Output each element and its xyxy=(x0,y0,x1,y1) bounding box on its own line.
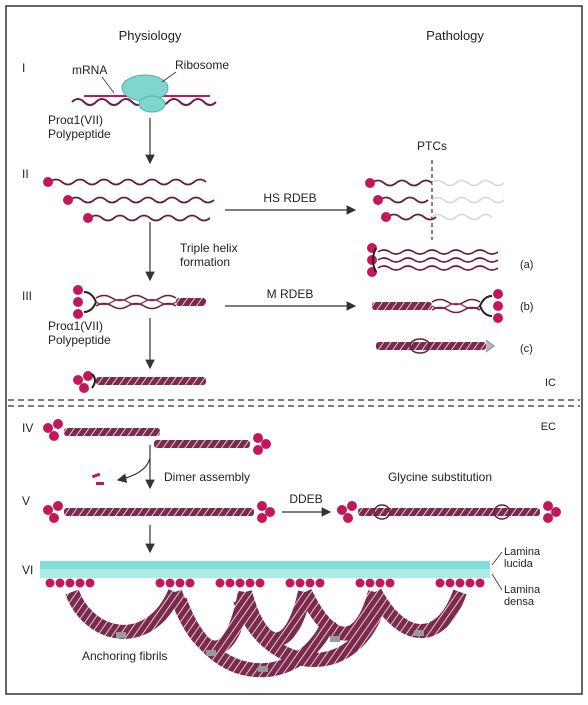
stage-label-2: II xyxy=(22,167,29,181)
header-pathology: Pathology xyxy=(426,28,484,43)
label-polypeptide-2b: Polypeptide xyxy=(48,333,111,347)
cleaved-fragments xyxy=(91,472,104,485)
label-m-rdeb: M RDEB xyxy=(267,287,314,301)
label-variant-a: (a) xyxy=(520,259,533,271)
stage-6-anchoring: Lamina lucida Lamina densa xyxy=(40,546,541,678)
lamina-lucida-band xyxy=(40,561,490,569)
pathology-variant-b: (b) xyxy=(372,289,533,323)
label-ic: IC xyxy=(545,377,556,389)
stage-2-chains xyxy=(43,177,215,223)
label-mrna: mRNA xyxy=(72,63,107,77)
label-dimer-assembly: Dimer assembly xyxy=(164,470,250,484)
lamina-densa-band xyxy=(40,569,490,578)
label-ec: EC xyxy=(541,421,556,433)
label-triple-helix: Triple helix xyxy=(180,241,238,255)
stage-label-6: VI xyxy=(22,563,33,577)
ribosome-small-subunit xyxy=(138,95,166,113)
pathology-glycine-dimer xyxy=(337,501,561,523)
pathology-variant-c: (c) xyxy=(376,338,533,355)
label-hs-rdeb: HS RDEB xyxy=(263,191,316,205)
stage-label-5: V xyxy=(22,494,30,508)
label-variant-b: (b) xyxy=(520,301,533,313)
pathology-truncated-chains: PTCs xyxy=(365,139,505,240)
procollagen-monomer xyxy=(73,371,206,393)
label-lamina-densa: Lamina xyxy=(504,584,541,596)
label-ptcs: PTCs xyxy=(417,139,447,153)
pathology-variant-a: (a) xyxy=(367,243,533,277)
globular-domain xyxy=(43,177,53,187)
label-lamina-lucida-2: lucida xyxy=(504,558,534,570)
label-polypeptide-1b: Polypeptide xyxy=(48,127,111,141)
globular-domain xyxy=(83,213,93,223)
label-polypeptide-2: Proα1(VII) xyxy=(48,319,103,333)
fibril-crossbands xyxy=(116,630,424,672)
figure-border xyxy=(5,5,583,695)
stage-label-1: I xyxy=(22,61,25,75)
label-ribosome: Ribosome xyxy=(175,58,229,72)
label-lamina-lucida: Lamina xyxy=(504,546,541,558)
stage-label-4: IV xyxy=(22,421,33,435)
header-physiology: Physiology xyxy=(119,28,182,43)
label-glycine-substitution: Glycine substitution xyxy=(388,470,492,484)
stage-5-dimer xyxy=(43,501,275,523)
label-lamina-densa-2: densa xyxy=(504,596,535,608)
stage-label-3: III xyxy=(22,289,32,303)
label-anchoring-fibrils: Anchoring fibrils xyxy=(82,649,167,663)
stage-3-procollagen: Proα1(VII) Polypeptide xyxy=(48,285,206,347)
label-variant-c: (c) xyxy=(520,343,533,355)
arrow-cleavage xyxy=(116,457,151,483)
label-ddeb: DDEB xyxy=(289,492,322,506)
globular-domain xyxy=(63,195,73,205)
stage-4-monomers xyxy=(43,419,271,455)
label-triple-helix-2: formation xyxy=(180,255,230,269)
label-polypeptide-1: Proα1(VII) xyxy=(48,113,103,127)
stage-1-translation: mRNA Ribosome Proα1(VII) Polypeptide xyxy=(48,58,229,141)
